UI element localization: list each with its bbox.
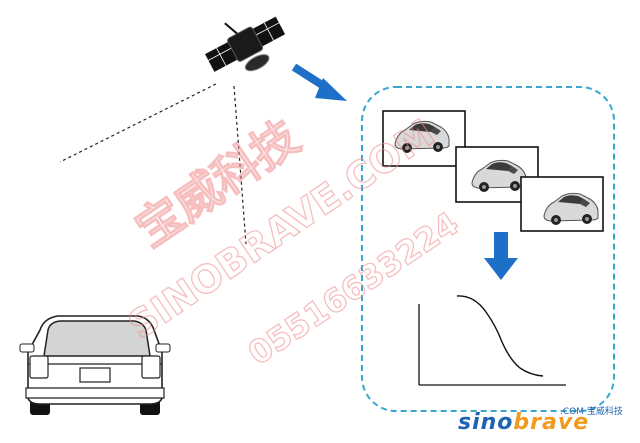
car-frame-3 [520,176,604,232]
satellite-icon [205,16,286,72]
arrow-to-panel [291,63,347,101]
signal-beam-down [233,85,247,245]
station-wagon-rear-icon [19,315,171,415]
logo-subtitle: .COM 宝威科技 [560,407,623,417]
process-panel [361,86,615,412]
car-frame-1 [382,110,466,167]
arrow-to-graph [484,232,518,280]
decay-curve-graph [418,295,566,386]
brand-logo: sinobrave .COM 宝威科技 [458,404,636,438]
logo-wordmark: sinobrave [458,410,590,435]
signal-beam-left [59,83,217,163]
